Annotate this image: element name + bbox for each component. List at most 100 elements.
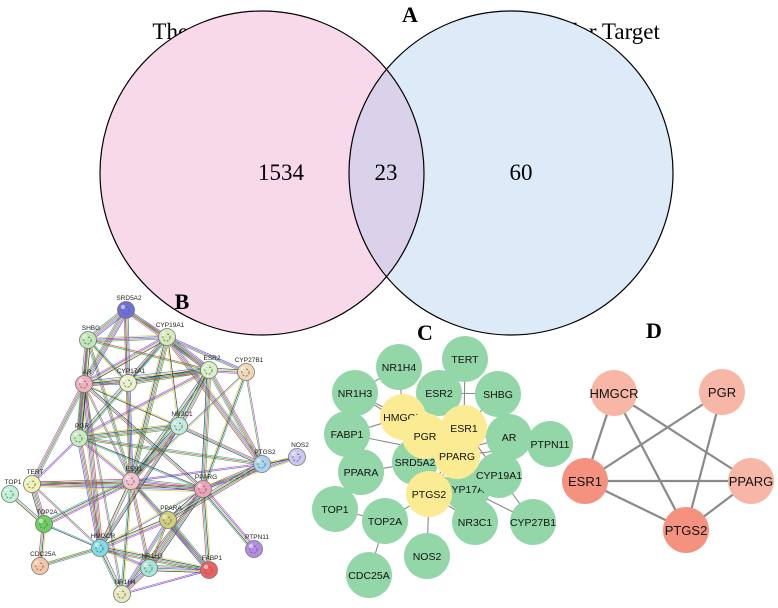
node-label-nr1h4: NR1H4 [382, 362, 417, 374]
edge-pparg-cyp27b1 [201, 371, 246, 489]
panel-a: A Therapeutic Target Molecular Target 15… [99, 2, 674, 336]
overlap-count: 23 [375, 160, 398, 185]
edge-hmgcr-fabp1 [99, 548, 209, 572]
edge-cyp17a1-esr2 [128, 371, 210, 386]
node-tert: TERT [442, 336, 488, 382]
node-esr1: ESR1 [562, 458, 608, 504]
edge-nr3c1-esr2 [176, 368, 208, 425]
right-only-count: 60 [510, 160, 533, 185]
edge-esr1-top2a [43, 480, 132, 525]
edge-ptgs2-nr3c1 [179, 424, 263, 464]
edge-nr1h3-fabp1 [148, 568, 209, 572]
edge-pparg-ptpn11 [200, 490, 253, 551]
edge-ppara-fabp1 [168, 518, 211, 570]
node-top1: TOP1 [1, 479, 22, 503]
therapeutic-target-outline [99, 10, 425, 336]
edge-ar-hmgcr [83, 383, 101, 549]
edge-tert-pparg [31, 483, 204, 490]
node-label-nos2: NOS2 [413, 551, 442, 563]
node-nos2: NOS2 [404, 533, 450, 579]
node-label-ppara: PPARA [160, 505, 182, 512]
edge-ppara-fabp1 [169, 518, 212, 569]
edge-ar-tert [32, 384, 85, 485]
edge-cyp17a1-shbg [86, 340, 128, 385]
edge-pparg-ptpn11 [202, 488, 255, 550]
edge-pgr-nr3c1 [79, 428, 180, 441]
node-label-pparg: PPARG [439, 451, 475, 463]
edge-esr1-nr3c1 [130, 425, 180, 482]
edge-shbg-esr2 [87, 340, 209, 371]
edge-pgr-hmgcr [80, 437, 103, 548]
edge-pparg-fabp1 [203, 488, 210, 570]
node-label-nr1h3: NR1H3 [338, 388, 373, 400]
edge-hmgcr-cdc25a [40, 548, 101, 568]
node-nr1h4: NR1H4 [376, 344, 422, 390]
edge-pgr-pparg [79, 437, 204, 489]
edge-ppara-fabp1 [166, 520, 209, 572]
edge-ptgs2-esr2 [209, 369, 263, 464]
edge-cyp27b1-cyp19a1 [166, 337, 246, 374]
node-top1: TOP1 [312, 486, 358, 532]
edge-esr1-srd5a2 [123, 310, 130, 482]
edge-pgr-nr3c1 [78, 424, 179, 438]
edge-pgr-tert [32, 438, 80, 485]
edge-pparg-hmgcr [99, 488, 203, 548]
node-cyp27b1: CYP27B1 [510, 499, 556, 545]
node-label-top2a: TOP2A [368, 516, 402, 528]
edge-cyp17a1-shbg [87, 339, 129, 384]
node-cyp17a1: CYP17A1 [117, 368, 146, 392]
node-label-cyp17a1: CYP17A1 [444, 484, 490, 496]
node-ar: AR [75, 369, 93, 393]
node-ptgs2: PTGS2 [253, 449, 276, 473]
node-label-hmgcr: HMGCR [589, 386, 638, 401]
edge-esr1-top2a [44, 483, 133, 527]
edge-nr3c1-esr2 [179, 370, 211, 427]
edge-pparg-nos2 [203, 457, 298, 490]
node-label-esr2: ESR2 [425, 388, 453, 400]
edge-ptgs2-esr2 [210, 368, 265, 464]
edge-ppara-ptgs2 [166, 461, 261, 519]
edge-tert-pparg [32, 482, 204, 489]
edge-cyp27b1-cyp19a1 [167, 335, 247, 372]
edge-pgr-esr1 [584, 391, 723, 482]
edge-pparg-esr2 [203, 370, 210, 490]
node-ptgs2: PTGS2 [663, 507, 709, 553]
node-pparg: PPARG [434, 433, 480, 479]
node-cyp19a1: CYP19A1 [156, 322, 185, 346]
edge-esr1-nr1h4 [120, 480, 131, 594]
edge-cyp19a1-cyp17a1 [128, 337, 168, 384]
edge-esr1-cyp19a1 [130, 336, 168, 482]
edge-hmgcr-fabp1 [100, 545, 210, 568]
edge-hmgcr-cdc25a [39, 546, 100, 566]
edge-pparg-nos2 [203, 458, 298, 492]
edge-hmgcr-top2a [44, 523, 101, 548]
edge-ppara-hmgcr [100, 520, 169, 549]
edge-cyp17a1-srd5a2 [125, 310, 128, 384]
edge-pgr-nr3c1 [78, 425, 180, 439]
edge-cyp17a1-srd5a2 [126, 309, 129, 383]
edge-tert-pparg [31, 486, 203, 492]
edge-cyp19a1-cyp17a1 [127, 336, 167, 383]
edge-ar-nr3c1 [84, 383, 180, 426]
edge-ar-cyp19a1 [82, 334, 167, 383]
node-label-cyp27b1: CYP27B1 [235, 357, 264, 364]
node-label-top1: TOP1 [321, 504, 348, 516]
node-nr1h3: NR1H3 [332, 370, 378, 416]
molecular-target-set [349, 11, 673, 335]
edge-esr1-srd5a2 [127, 309, 134, 481]
edge-esr1-cyp19a1 [133, 337, 170, 482]
edge-pgr-pparg [78, 438, 203, 490]
node-ppara: PPARA [159, 505, 182, 529]
panel-d-letter: D [646, 318, 662, 343]
edge-esr1-shbg [88, 339, 133, 481]
edge-nr3c1-hmgcr [98, 425, 179, 548]
node-label-shbg: SHBG [483, 389, 513, 401]
node-cdc25a: CDC25A [346, 552, 392, 598]
therapeutic-target-set [100, 11, 424, 335]
edge-ptgs2-esr2 [208, 370, 262, 465]
edge-ar-srd5a2 [85, 311, 129, 386]
edge-tert-hmgcr [32, 483, 101, 548]
node-label-pparg: PPARG [195, 474, 217, 481]
